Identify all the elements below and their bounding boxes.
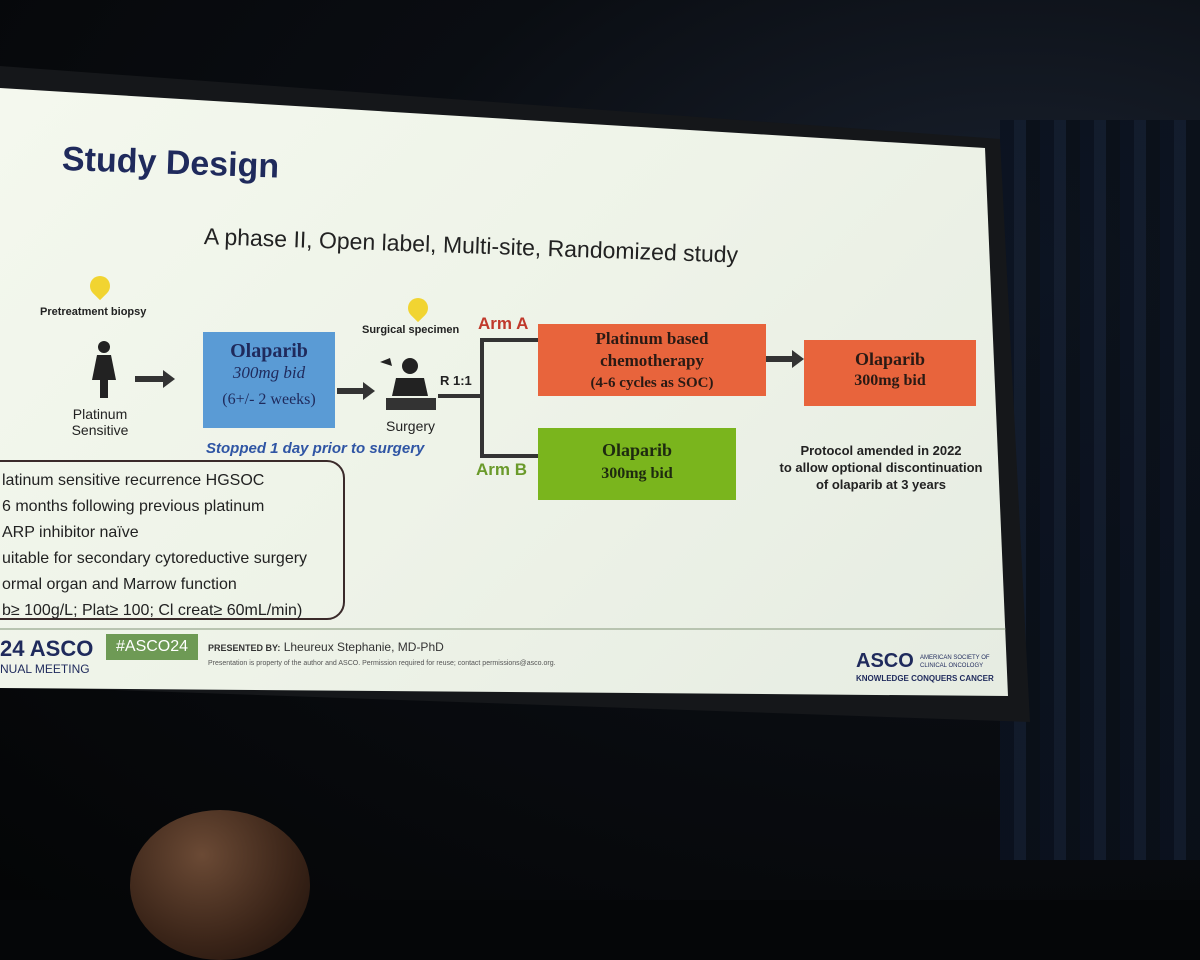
criteria-item: uitable for secondary cytoreductive surg… — [2, 550, 308, 567]
footer-divider — [0, 628, 1008, 630]
arrow-to-surgery — [337, 382, 375, 400]
criteria-item: b≥ 100g/L; Plat≥ 100; Cl creat≥ 60mL/min… — [2, 602, 303, 619]
arm-a-chemo-box: Platinum based chemotherapy (4-6 cycles … — [538, 324, 766, 396]
patient-label: Platinum Sensitive — [68, 406, 132, 438]
arrow-to-maintenance — [766, 350, 804, 368]
arm-a-line2: chemotherapy — [600, 351, 704, 370]
asco-meeting-sub: NUAL MEETING — [0, 662, 90, 676]
arm-b-olaparib-box: Olaparib 300mg bid — [538, 428, 736, 500]
protocol-note-line1: Protocol amended in 2022 — [800, 443, 962, 458]
asco-meeting-logo: 24 ASCO — [0, 636, 94, 661]
pretreatment-biopsy-label: Pretreatment biopsy — [40, 306, 147, 318]
arm-a-maint-line1: Olaparib — [854, 349, 925, 369]
arm-a-label: Arm A — [478, 314, 529, 333]
specimen-pin-icon — [403, 293, 433, 323]
criteria-item: ARP inhibitor naïve — [2, 524, 139, 541]
patient-label-line2: Sensitive — [71, 422, 129, 438]
presenter-line: PRESENTED BY: Lheureux Stephanie, MD-PhD — [208, 640, 444, 654]
asco-org-line1: AMERICAN SOCIETY OF — [920, 655, 990, 661]
eligibility-criteria-box: latinum sensitive recurrence HGSOC 6 mon… — [0, 460, 345, 620]
branch-arm-b — [480, 454, 538, 458]
asco-tagline: KNOWLEDGE CONQUERS CANCER — [856, 674, 994, 683]
surgeon-icon — [380, 358, 436, 410]
audience-head — [130, 810, 310, 960]
arm-a-line3: (4-6 cycles as SOC) — [590, 375, 714, 391]
arm-a-maint-line2: 300mg bid — [854, 372, 926, 389]
olaparib-leadin-duration: (6+/- 2 weeks) — [222, 391, 316, 408]
protocol-note-line3: of olaparib at 3 years — [815, 477, 947, 492]
olaparib-leadin-box: Olaparib 300mg bid (6+/- 2 weeks) — [203, 332, 335, 428]
asco-org-name: AMERICAN SOCIETY OF CLINICAL ONCOLOGY — [920, 654, 990, 670]
presenter-name: Lheureux Stephanie, MD-PhD — [283, 640, 444, 654]
presented-by-label: PRESENTED BY: — [208, 643, 281, 653]
protocol-note-line2: to allow optional discontinuation — [779, 460, 983, 475]
arrow-to-olaparib — [135, 370, 175, 388]
randomization-line — [438, 394, 480, 398]
presentation-slide: Study Design A phase II, Open label, Mul… — [0, 88, 1008, 696]
asco-logo: ASCO — [856, 650, 914, 672]
criteria-item: ormal organ and Marrow function — [2, 576, 237, 593]
asco-org-line2: CLINICAL ONCOLOGY — [920, 663, 984, 669]
criteria-item: 6 months following previous platinum — [2, 498, 265, 515]
stage-curtain — [1000, 120, 1200, 860]
arm-b-line2: 300mg bid — [601, 465, 673, 482]
protocol-note: Protocol amended in 2022 to allow option… — [766, 442, 996, 493]
olaparib-leadin-name: Olaparib — [230, 340, 308, 362]
arm-b-label: Arm B — [476, 460, 528, 479]
slide-subtitle: A phase II, Open label, Multi-site, Rand… — [203, 223, 739, 268]
branch-arm-a — [480, 338, 538, 342]
olaparib-leadin-dose: 300mg bid — [232, 363, 306, 382]
arm-b-line1: Olaparib — [601, 440, 672, 460]
patient-woman-icon — [92, 341, 116, 398]
disclaimer: Presentation is property of the author a… — [208, 660, 556, 667]
criteria-item: latinum sensitive recurrence HGSOC — [2, 472, 265, 489]
arm-a-maintenance-box: Olaparib 300mg bid — [804, 340, 976, 406]
surgery-label: Surgery — [386, 418, 436, 434]
stopped-note: Stopped 1 day prior to surgery — [206, 440, 425, 457]
surgical-specimen-label: Surgical specimen — [362, 324, 460, 336]
patient-label-line1: Platinum — [72, 406, 128, 422]
hashtag-badge: #ASCO24 — [106, 634, 199, 660]
branch-vertical — [480, 338, 484, 458]
randomization-label: R 1:1 — [440, 373, 472, 388]
arm-a-line1: Platinum based — [595, 329, 709, 348]
biopsy-pin-icon — [85, 271, 115, 301]
slide-title: Study Design — [61, 140, 280, 186]
